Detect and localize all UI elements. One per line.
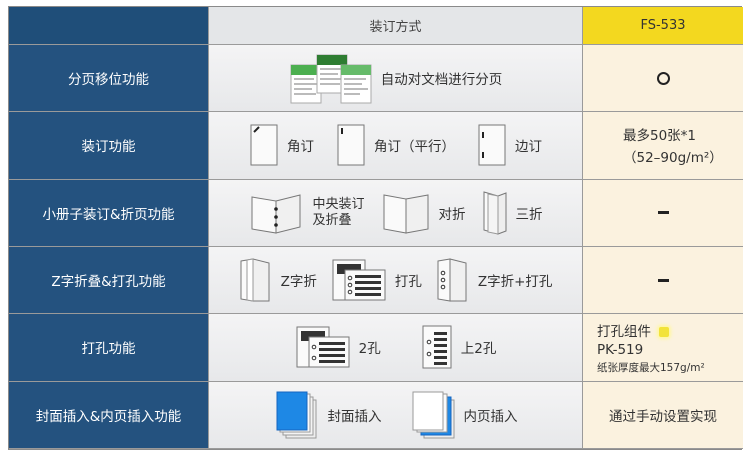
punch-kit-label: 打孔组件 (597, 320, 669, 340)
row-label-zfold: Z字折叠&打孔功能 (9, 247, 209, 315)
corner-parallel-staple-text: 角订（平行） (374, 139, 455, 156)
punch-sheet-icon (332, 259, 386, 301)
half-fold-icon (383, 194, 428, 234)
z-fold-item: Z字折 (239, 257, 317, 303)
inner-insert-item: 内页插入 (410, 390, 518, 440)
header-blank (9, 7, 209, 45)
inner-insert-icon (412, 391, 454, 439)
z-fold-punch-text: Z字折+打孔 (477, 274, 553, 291)
cover-insert-item: 封面插入 (274, 390, 382, 440)
header-model: FS-533 (583, 7, 743, 45)
two-hole-top-icon (422, 325, 452, 369)
row-label-offset: 分页移位功能 (9, 45, 209, 113)
header-method: 装订方式 (209, 7, 583, 45)
z-fold-icon (240, 258, 270, 302)
side-staple-icon (478, 124, 506, 166)
finisher-spec-table: 装订方式 FS-533 分页移位功能 (8, 6, 743, 450)
corner-staple-icon (250, 124, 278, 166)
row-method-punch: 2孔 上2孔 (209, 314, 583, 382)
punch-paper-weight: 纸张厚度最大157g/m² (597, 361, 705, 374)
cover-insert-icon (276, 391, 316, 439)
two-hole-side-text: 2孔 (358, 341, 381, 358)
two-hole-side-icon (296, 326, 350, 368)
row-method-staple: 角订 角订（平行） 边订 (209, 112, 583, 180)
row-value-punch: 打孔组件 PK-519 纸张厚度最大157g/m² (583, 314, 743, 382)
two-hole-top-item: 上2孔 (421, 324, 497, 370)
row-method-zfold: Z字折 打孔 Z字折+打孔 (209, 247, 583, 315)
row-value-staple: 最多50张*1 （52–90g/m²） (583, 112, 743, 180)
half-fold-text: 对折 (438, 206, 466, 223)
highlight-sparkle-icon (659, 326, 669, 337)
half-fold-item: 对折 (381, 191, 466, 235)
corner-staple-text: 角订 (287, 139, 314, 156)
circle-icon (656, 71, 670, 85)
side-staple-text: 边订 (515, 139, 542, 156)
z-fold-punch-item: Z字折+打孔 (436, 257, 553, 303)
row-method-offset: 自动对文档进行分页 (209, 45, 583, 113)
corner-parallel-staple-icon (337, 124, 365, 166)
tri-fold-text: 三折 (515, 206, 543, 223)
row-label-staple: 装订功能 (9, 112, 209, 180)
booklet-text: 中央装订 及折叠 (312, 196, 365, 228)
booklet-icon (251, 194, 301, 234)
offset-item: 自动对文档进行分页 (289, 51, 503, 105)
row-value-zfold (583, 247, 743, 315)
two-hole-side-item: 2孔 (295, 325, 381, 369)
tri-fold-icon (483, 191, 506, 235)
row-value-booklet (583, 179, 743, 247)
dash-icon (657, 278, 669, 282)
tri-fold-item: 三折 (482, 190, 543, 236)
row-value-insert: 通过手动设置实现 (583, 381, 743, 449)
punch-kit-model: PK-519 (597, 341, 644, 358)
corner-parallel-staple-item: 角订（平行） (336, 123, 455, 167)
two-hole-top-text: 上2孔 (460, 341, 497, 358)
punch-sheet-text: 打孔 (394, 274, 422, 291)
cover-insert-text: 封面插入 (327, 408, 382, 425)
side-staple-item: 边订 (477, 123, 542, 167)
staple-paper-weight: （52–90g/m²） (623, 150, 723, 167)
row-label-insert: 封面插入&内页插入功能 (9, 381, 209, 449)
z-fold-punch-icon (437, 258, 467, 302)
z-fold-text: Z字折 (280, 274, 317, 291)
inner-insert-text: 内页插入 (463, 408, 518, 425)
corner-staple-item: 角订 (249, 123, 314, 167)
row-value-offset (583, 45, 743, 113)
punch-sheet-item: 打孔 (331, 258, 422, 302)
row-label-booklet: 小册子装订&折页功能 (9, 179, 209, 247)
dash-icon (657, 211, 669, 215)
row-method-booklet: 中央装订 及折叠 对折 三折 (209, 179, 583, 247)
staple-capacity: 最多50张*1 (623, 128, 697, 145)
row-label-punch: 打孔功能 (9, 314, 209, 382)
booklet-item: 中央装订 及折叠 (248, 191, 365, 235)
offset-text: 自动对文档进行分页 (380, 72, 503, 89)
document-stack-icon (290, 54, 372, 104)
row-method-insert: 封面插入 内页插入 (209, 381, 583, 449)
